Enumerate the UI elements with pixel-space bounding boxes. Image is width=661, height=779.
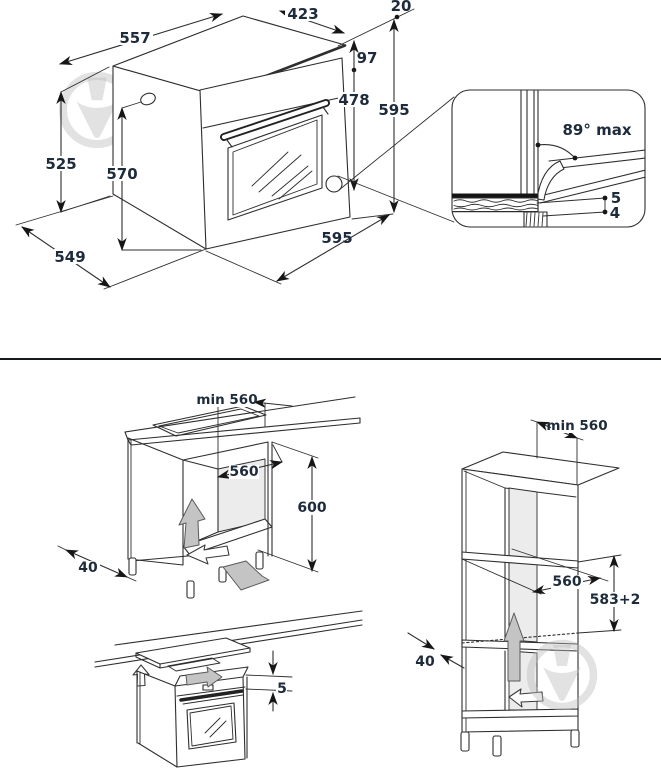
dim-label-40-tall: 40 <box>415 654 435 670</box>
dim-label-600-base: 600 <box>297 500 326 516</box>
dim-label-595-right: 595 <box>378 101 409 119</box>
lower-installation-diagram: min 560 560 600 40 <box>57 392 641 768</box>
hinge-clearance-detail: 89° max 5 4 <box>451 89 646 228</box>
angle-label: 89° max <box>562 121 631 139</box>
hob-vent-arrow <box>132 664 150 687</box>
upper-installation-diagram: 557 423 20 97 478 595 525 570 549 <box>15 0 646 290</box>
door-angle-arc <box>537 143 576 159</box>
dim-label-40-base: 40 <box>78 560 98 576</box>
section-divider <box>0 358 661 360</box>
plinth-hatch <box>523 211 548 227</box>
hinge-point <box>325 175 343 193</box>
dim-label-478: 478 <box>338 91 369 109</box>
vent-flow-arrow <box>185 666 223 688</box>
worktop-cross-section <box>452 193 538 198</box>
detail-gap-4: 4 <box>610 204 620 222</box>
detail-gap-5: 5 <box>611 189 621 207</box>
dim-label-423: 423 <box>287 5 318 23</box>
hob-top <box>135 637 251 665</box>
tall-cabinet-diagram: min 560 560 583+2 40 <box>407 418 641 757</box>
dim-label-525: 525 <box>45 155 76 173</box>
detail-leader-line <box>337 175 455 223</box>
dim-label-560-tall: 560 <box>552 574 581 590</box>
airflow-up-arrow <box>503 612 525 682</box>
watermark-logo <box>526 639 598 711</box>
dim-label-97: 97 <box>357 49 378 67</box>
oven-dimension-lines: 557 423 20 97 478 595 525 570 549 <box>15 0 415 290</box>
dim-label-5-worktop: 5 <box>277 681 287 697</box>
dim-label-20: 20 <box>391 0 412 15</box>
oven-isometric <box>112 15 351 250</box>
dim-label-min560-tall: min 560 <box>546 418 607 434</box>
dim-label-560-base: 560 <box>229 464 258 480</box>
dim-label-583-tall: 583+2 <box>590 592 641 608</box>
airflow-plinth-arrow <box>222 560 270 591</box>
airflow-side-arrow <box>508 688 544 708</box>
door-glass-shine <box>251 151 313 200</box>
base-cabinet-diagram: min 560 560 600 40 <box>57 392 361 599</box>
detail-leader-line <box>338 96 455 191</box>
dim-label-549: 549 <box>54 248 85 266</box>
hob-cutout <box>152 405 267 437</box>
oven-handle <box>220 99 330 148</box>
airflow-up-arrow <box>178 498 206 549</box>
dim-label-min560-base: min 560 <box>196 392 257 408</box>
dim-label-557: 557 <box>119 29 150 47</box>
airflow-floor-arrow <box>186 544 230 565</box>
dim-label-570: 570 <box>106 165 137 183</box>
worktop-clearance-diagram: 5 <box>94 610 363 768</box>
dim-label-595-bottom: 595 <box>321 229 352 247</box>
